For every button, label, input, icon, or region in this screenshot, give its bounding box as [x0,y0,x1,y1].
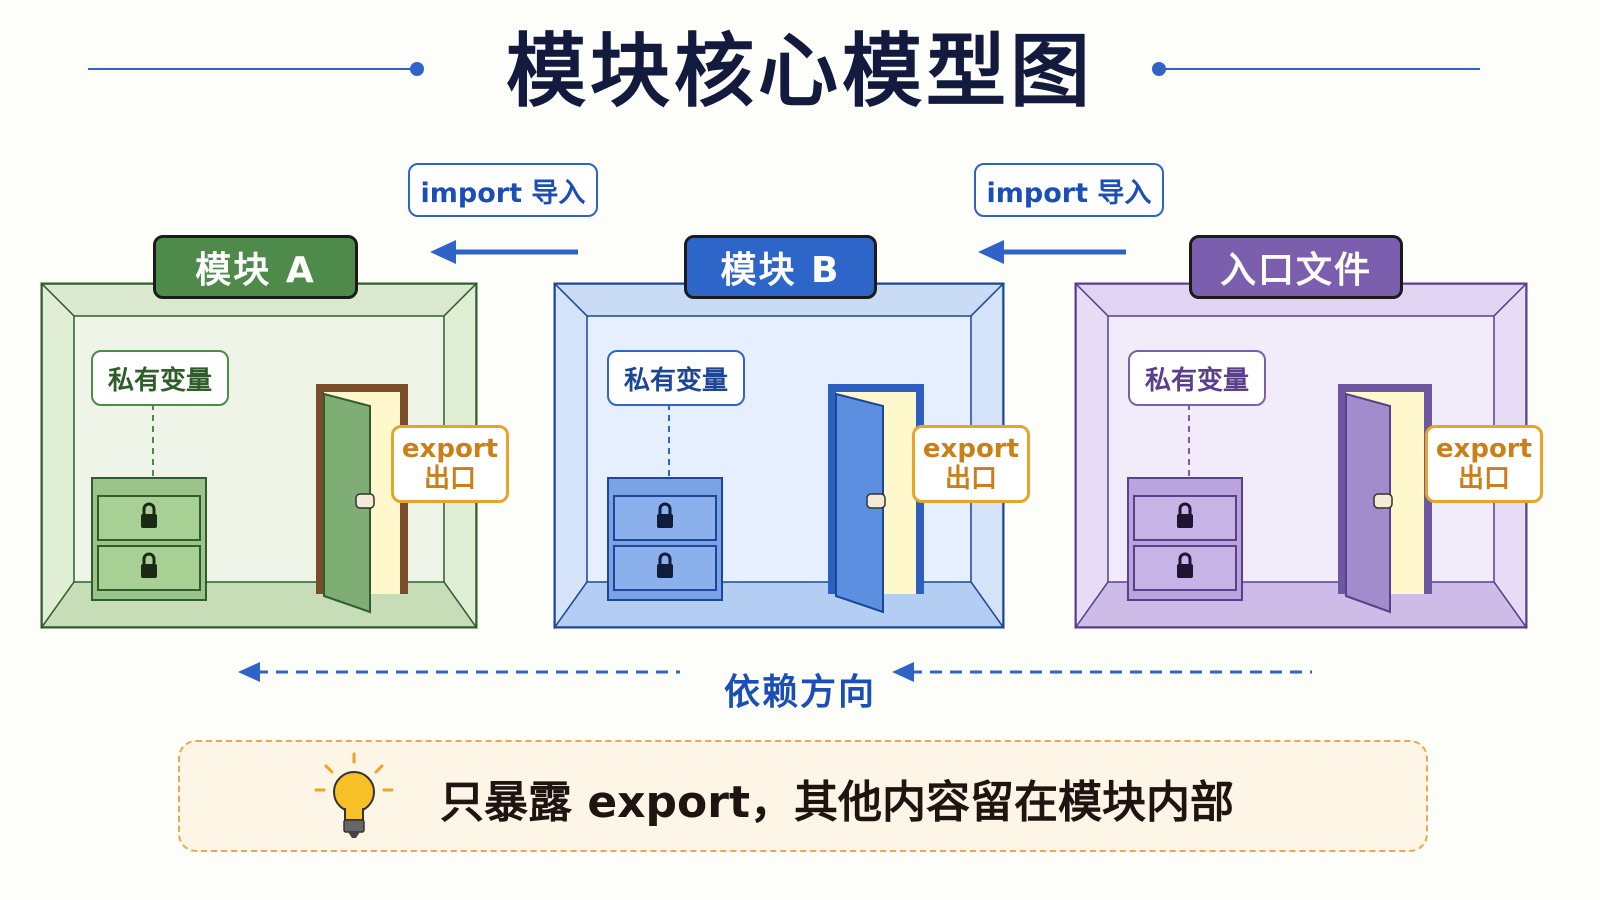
export-text-b: export [922,434,1020,464]
lock-icon [1177,502,1193,528]
title-line-left [88,68,418,70]
lock-icon [141,552,157,578]
dependency-label: 依赖方向 [723,672,876,713]
import-label-a: import 导入 [408,163,598,217]
title-dot-left [410,62,424,76]
export-sub-a: 出口 [423,464,476,494]
title-line-right [1160,68,1480,70]
title-dot-right [1152,62,1166,76]
entry-file-room [1074,282,1528,630]
page-title: 模块核心模型图 [506,25,1094,118]
dependency-arrow-left [238,662,680,682]
export-text-entry: export [1435,434,1533,464]
arrow-left-icon [978,240,1126,264]
lock-icon [657,552,673,578]
export-label-b: export 出口 [912,425,1030,503]
private-variable-label-a: 私有变量 [91,350,229,406]
lightbulb-icon [314,752,394,838]
private-variable-label-entry: 私有变量 [1128,350,1266,406]
lock-icon [1177,552,1193,578]
export-sub-b: 出口 [944,464,997,494]
module-b-tab: 模块 B [684,235,877,299]
lock-icon [141,502,157,528]
export-sub-entry: 出口 [1457,464,1510,494]
lock-icon [657,502,673,528]
export-text-a: export [401,434,499,464]
private-variable-label-b: 私有变量 [607,350,745,406]
tip-text: 只暴露 export，其他内容留在模块内部 [440,777,1234,828]
entry-file-tab: 入口文件 [1189,235,1403,299]
dependency-arrow-right [892,662,1312,682]
module-a-room [40,282,478,630]
module-a-tab: 模块 A [153,235,358,299]
export-label-a: export 出口 [391,425,509,503]
import-label-b: import 导入 [974,163,1164,217]
export-label-entry: export 出口 [1425,425,1543,503]
arrow-left-icon [430,240,578,264]
tip-box: 只暴露 export，其他内容留在模块内部 [178,740,1428,852]
